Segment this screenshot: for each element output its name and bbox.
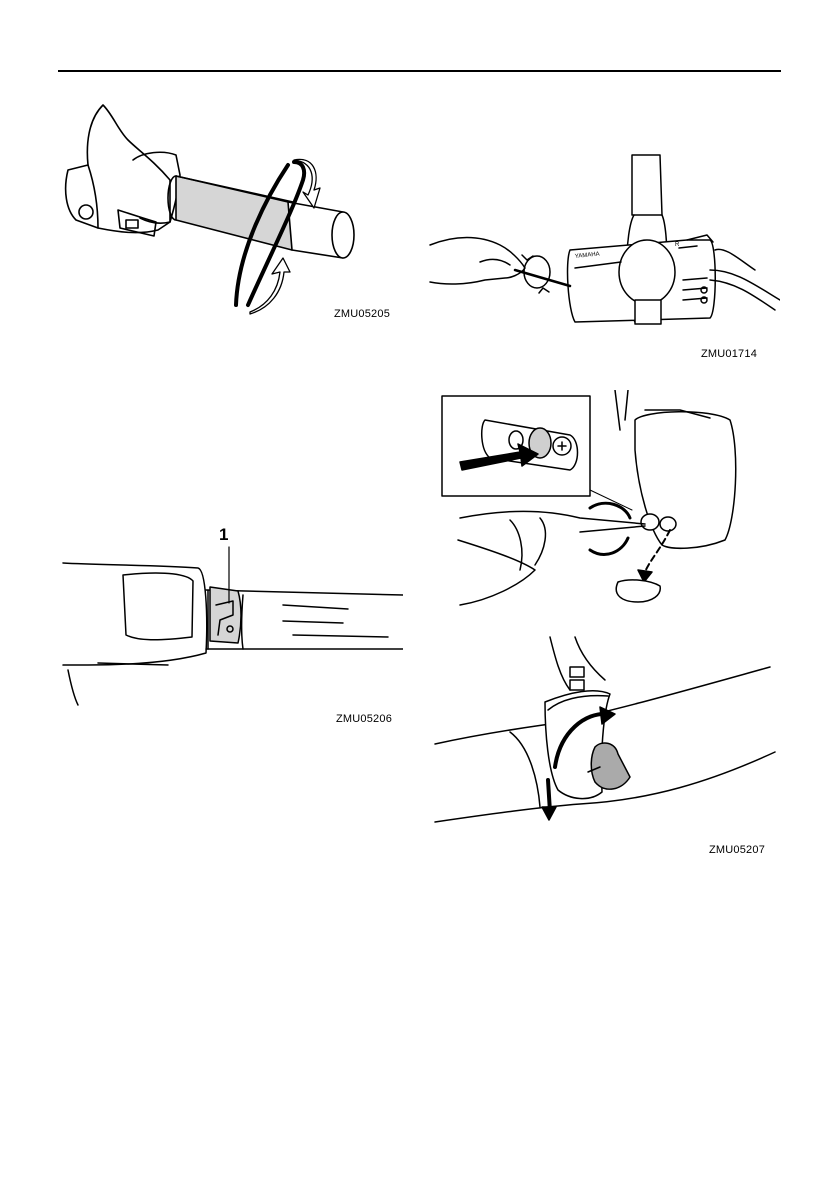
figure-code: ZMU01714 xyxy=(701,348,757,360)
figure-remote-control-box: YAMAHA R ZMU01714 xyxy=(425,150,780,340)
figure-screw-cap-removal xyxy=(440,390,740,615)
remote-control-box-illustration: YAMAHA R xyxy=(425,150,780,340)
screw-cap-illustration xyxy=(440,390,740,615)
friction-screw-illustration xyxy=(58,525,403,710)
direction-label: R xyxy=(675,242,680,248)
header-rule xyxy=(58,70,781,72)
figure-friction-screw: 1 ZMU05206 xyxy=(58,525,403,710)
throttle-grip-illustration xyxy=(58,100,398,320)
figure-code: ZMU05207 xyxy=(709,844,765,856)
figure-tiller-knob: ZMU05207 xyxy=(430,632,780,832)
tiller-knob-illustration xyxy=(430,632,780,832)
callout-number: 1 xyxy=(219,525,228,545)
figure-throttle-grip: ZMU05205 xyxy=(58,100,398,320)
figure-code: ZMU05206 xyxy=(336,713,392,725)
figure-code: ZMU05205 xyxy=(334,308,390,320)
